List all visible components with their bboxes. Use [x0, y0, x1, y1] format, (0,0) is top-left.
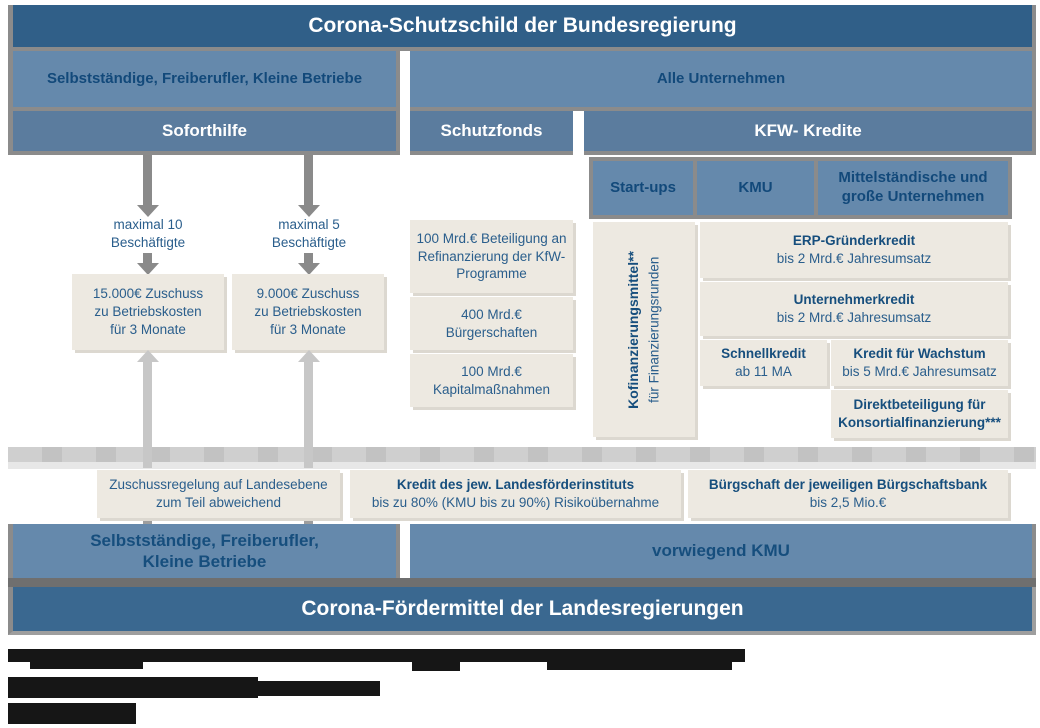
arrow-up-icon — [298, 350, 320, 362]
arrow-up-icon — [137, 350, 159, 362]
schnellkredit-title: Schnellkredit — [721, 346, 806, 362]
unternehmerkredit-title: Unternehmerkredit — [793, 292, 915, 308]
program-bar-schutzfonds: Schutzfonds — [410, 111, 573, 155]
bottom-right-label: vorwiegend KMU — [652, 541, 790, 560]
program-bar-kfw: KFW- Kredite — [584, 111, 1036, 155]
redacted-footnote-fragment — [258, 681, 380, 696]
direktbeteiligung-title: Direktbeteiligung für Konsortialfinanzie… — [838, 397, 1001, 430]
landes-box-zuschussregelung: Zuschussregelung auf Landesebene zum Tei… — [97, 470, 340, 518]
schutzfonds-cell-refinanzierung: 100 Mrd.€ Beteiligung an Refinanzierung … — [410, 220, 573, 293]
redacted-footnote-line2 — [8, 677, 258, 698]
arrow-down-icon — [298, 205, 320, 217]
arrow-down-icon — [137, 263, 159, 275]
erp-sub: bis 2 Mrd.€ Jahresumsatz — [776, 251, 932, 266]
arrow-line-down-right — [304, 155, 313, 205]
buergschaft-title: Bürgschaft der jeweiligen Bürgschaftsban… — [708, 477, 988, 493]
kofinanzierung-title: Kofinanzierungsmittel** — [624, 250, 641, 409]
buergschaft-sub: bis 2,5 Mio.€ — [809, 495, 887, 510]
large-companies-label: Mittelständische und große Unternehmen — [838, 169, 988, 205]
audience-right-label: Alle Unternehmen — [656, 69, 786, 87]
state-banner: Corona-Fördermittel der Landesregierunge… — [8, 587, 1036, 635]
audience-left-label: Selbstständige, Freiberufler, Kleine Bet… — [46, 69, 363, 87]
schnellkredit-sub: ab 11 MA — [735, 364, 792, 379]
grant-box-15000: 15.000€ Zuschuss zu Betriebskosten für 3… — [72, 274, 224, 350]
kfw-header-startups: Start-ups — [593, 161, 693, 215]
kfw-box-unternehmerkredit: Unternehmerkredit bis 2 Mrd.€ Jahresumsa… — [700, 282, 1008, 336]
schutzfonds-label: Schutzfonds — [440, 121, 543, 140]
landes-kredit-sub: bis zu 80% (KMU bis zu 90%) Risikoüberna… — [371, 495, 660, 510]
arrow-line-down-left — [143, 155, 152, 205]
state-banner-title: Corona-Fördermittel der Landesregierunge… — [301, 597, 744, 620]
kfw-box-erp: ERP-Gründerkredit bis 2 Mrd.€ Jahresumsa… — [700, 222, 1008, 278]
bottom-left-label: Selbstständige, Freiberufler, Kleine Bet… — [90, 530, 319, 571]
arrow-nub — [143, 510, 152, 526]
startups-label: Start-ups — [610, 178, 676, 196]
redacted-footnote-fragment — [30, 662, 143, 669]
federal-banner-title: Corona-Schutzschild der Bundesregierung — [308, 14, 737, 37]
schutzfonds-cell-buergerschaften: 400 Mrd.€ Bürgerschaften — [410, 297, 573, 350]
kfw-startups-vertical-box: Kofinanzierungsmittel** für Finanzierung… — [593, 222, 695, 437]
audience-bar-right: Alle Unternehmen — [410, 51, 1036, 111]
schutzfonds-cell-kapitalmassnahmen: 100 Mrd.€ Kapitalmaßnahmen — [410, 354, 573, 407]
kfw-box-schnellkredit: Schnellkredit ab 11 MA — [700, 340, 827, 386]
divider-band-light — [8, 462, 1036, 469]
condition-max5: maximal 5 Beschäftigte — [271, 217, 347, 250]
erp-title: ERP-Gründerkredit — [792, 233, 916, 249]
arrow-line-down-left-2 — [143, 253, 152, 265]
divider-band — [8, 447, 1036, 462]
arrow-nub — [304, 510, 313, 526]
kfw-header-kmu: KMU — [697, 161, 814, 215]
kfw-label: KFW- Kredite — [754, 121, 862, 140]
federal-banner: Corona-Schutzschild der Bundesregierung — [8, 5, 1036, 51]
kofinanzierung-sub: für Finanzierungsrunden — [646, 256, 662, 403]
kmu-label: KMU — [738, 178, 773, 196]
arrow-line-down-right-2 — [304, 253, 313, 265]
arrow-down-icon — [298, 263, 320, 275]
arrow-down-icon — [137, 205, 159, 217]
condition-max10: maximal 10 Beschäftigte — [110, 217, 186, 250]
program-bar-soforthilfe: Soforthilfe — [8, 111, 400, 155]
wachstum-title: Kredit für Wachstum — [853, 346, 986, 362]
soforthilfe-label: Soforthilfe — [162, 121, 247, 140]
landes-kredit-title: Kredit des jew. Landesförderinstituts — [396, 477, 635, 493]
wachstum-sub: bis 5 Mrd.€ Jahresumsatz — [842, 364, 997, 379]
redacted-footnote-fragment — [547, 662, 732, 670]
redacted-footnote-fragment — [412, 659, 460, 671]
bottom-dark-strip — [8, 578, 1036, 587]
arrow-line-up-left — [143, 362, 152, 468]
grant-box-9000: 9.000€ Zuschuss zu Betriebskosten für 3 … — [232, 274, 384, 350]
audience-bar-left: Selbstständige, Freiberufler, Kleine Bet… — [8, 51, 400, 111]
redacted-footnote-line3 — [8, 703, 136, 724]
arrow-line-up-right — [304, 362, 313, 468]
kfw-box-direktbeteiligung: Direktbeteiligung für Konsortialfinanzie… — [831, 390, 1008, 438]
redacted-footnote-line1 — [8, 649, 745, 662]
kfw-header-large-companies: Mittelständische und große Unternehmen — [818, 161, 1008, 215]
landes-box-buergschaft: Bürgschaft der jeweiligen Bürgschaftsban… — [688, 470, 1008, 518]
bottom-bar-right: vorwiegend KMU — [410, 524, 1036, 578]
kofinanzierung-vertical-text: Kofinanzierungsmittel** für Finanzierung… — [623, 251, 666, 409]
unternehmerkredit-sub: bis 2 Mrd.€ Jahresumsatz — [776, 310, 932, 325]
bottom-bar-left: Selbstständige, Freiberufler, Kleine Bet… — [8, 524, 400, 578]
landes-box-kredit: Kredit des jew. Landesförderinstituts bi… — [350, 470, 681, 518]
kfw-box-wachstum: Kredit für Wachstum bis 5 Mrd.€ Jahresum… — [831, 340, 1008, 386]
